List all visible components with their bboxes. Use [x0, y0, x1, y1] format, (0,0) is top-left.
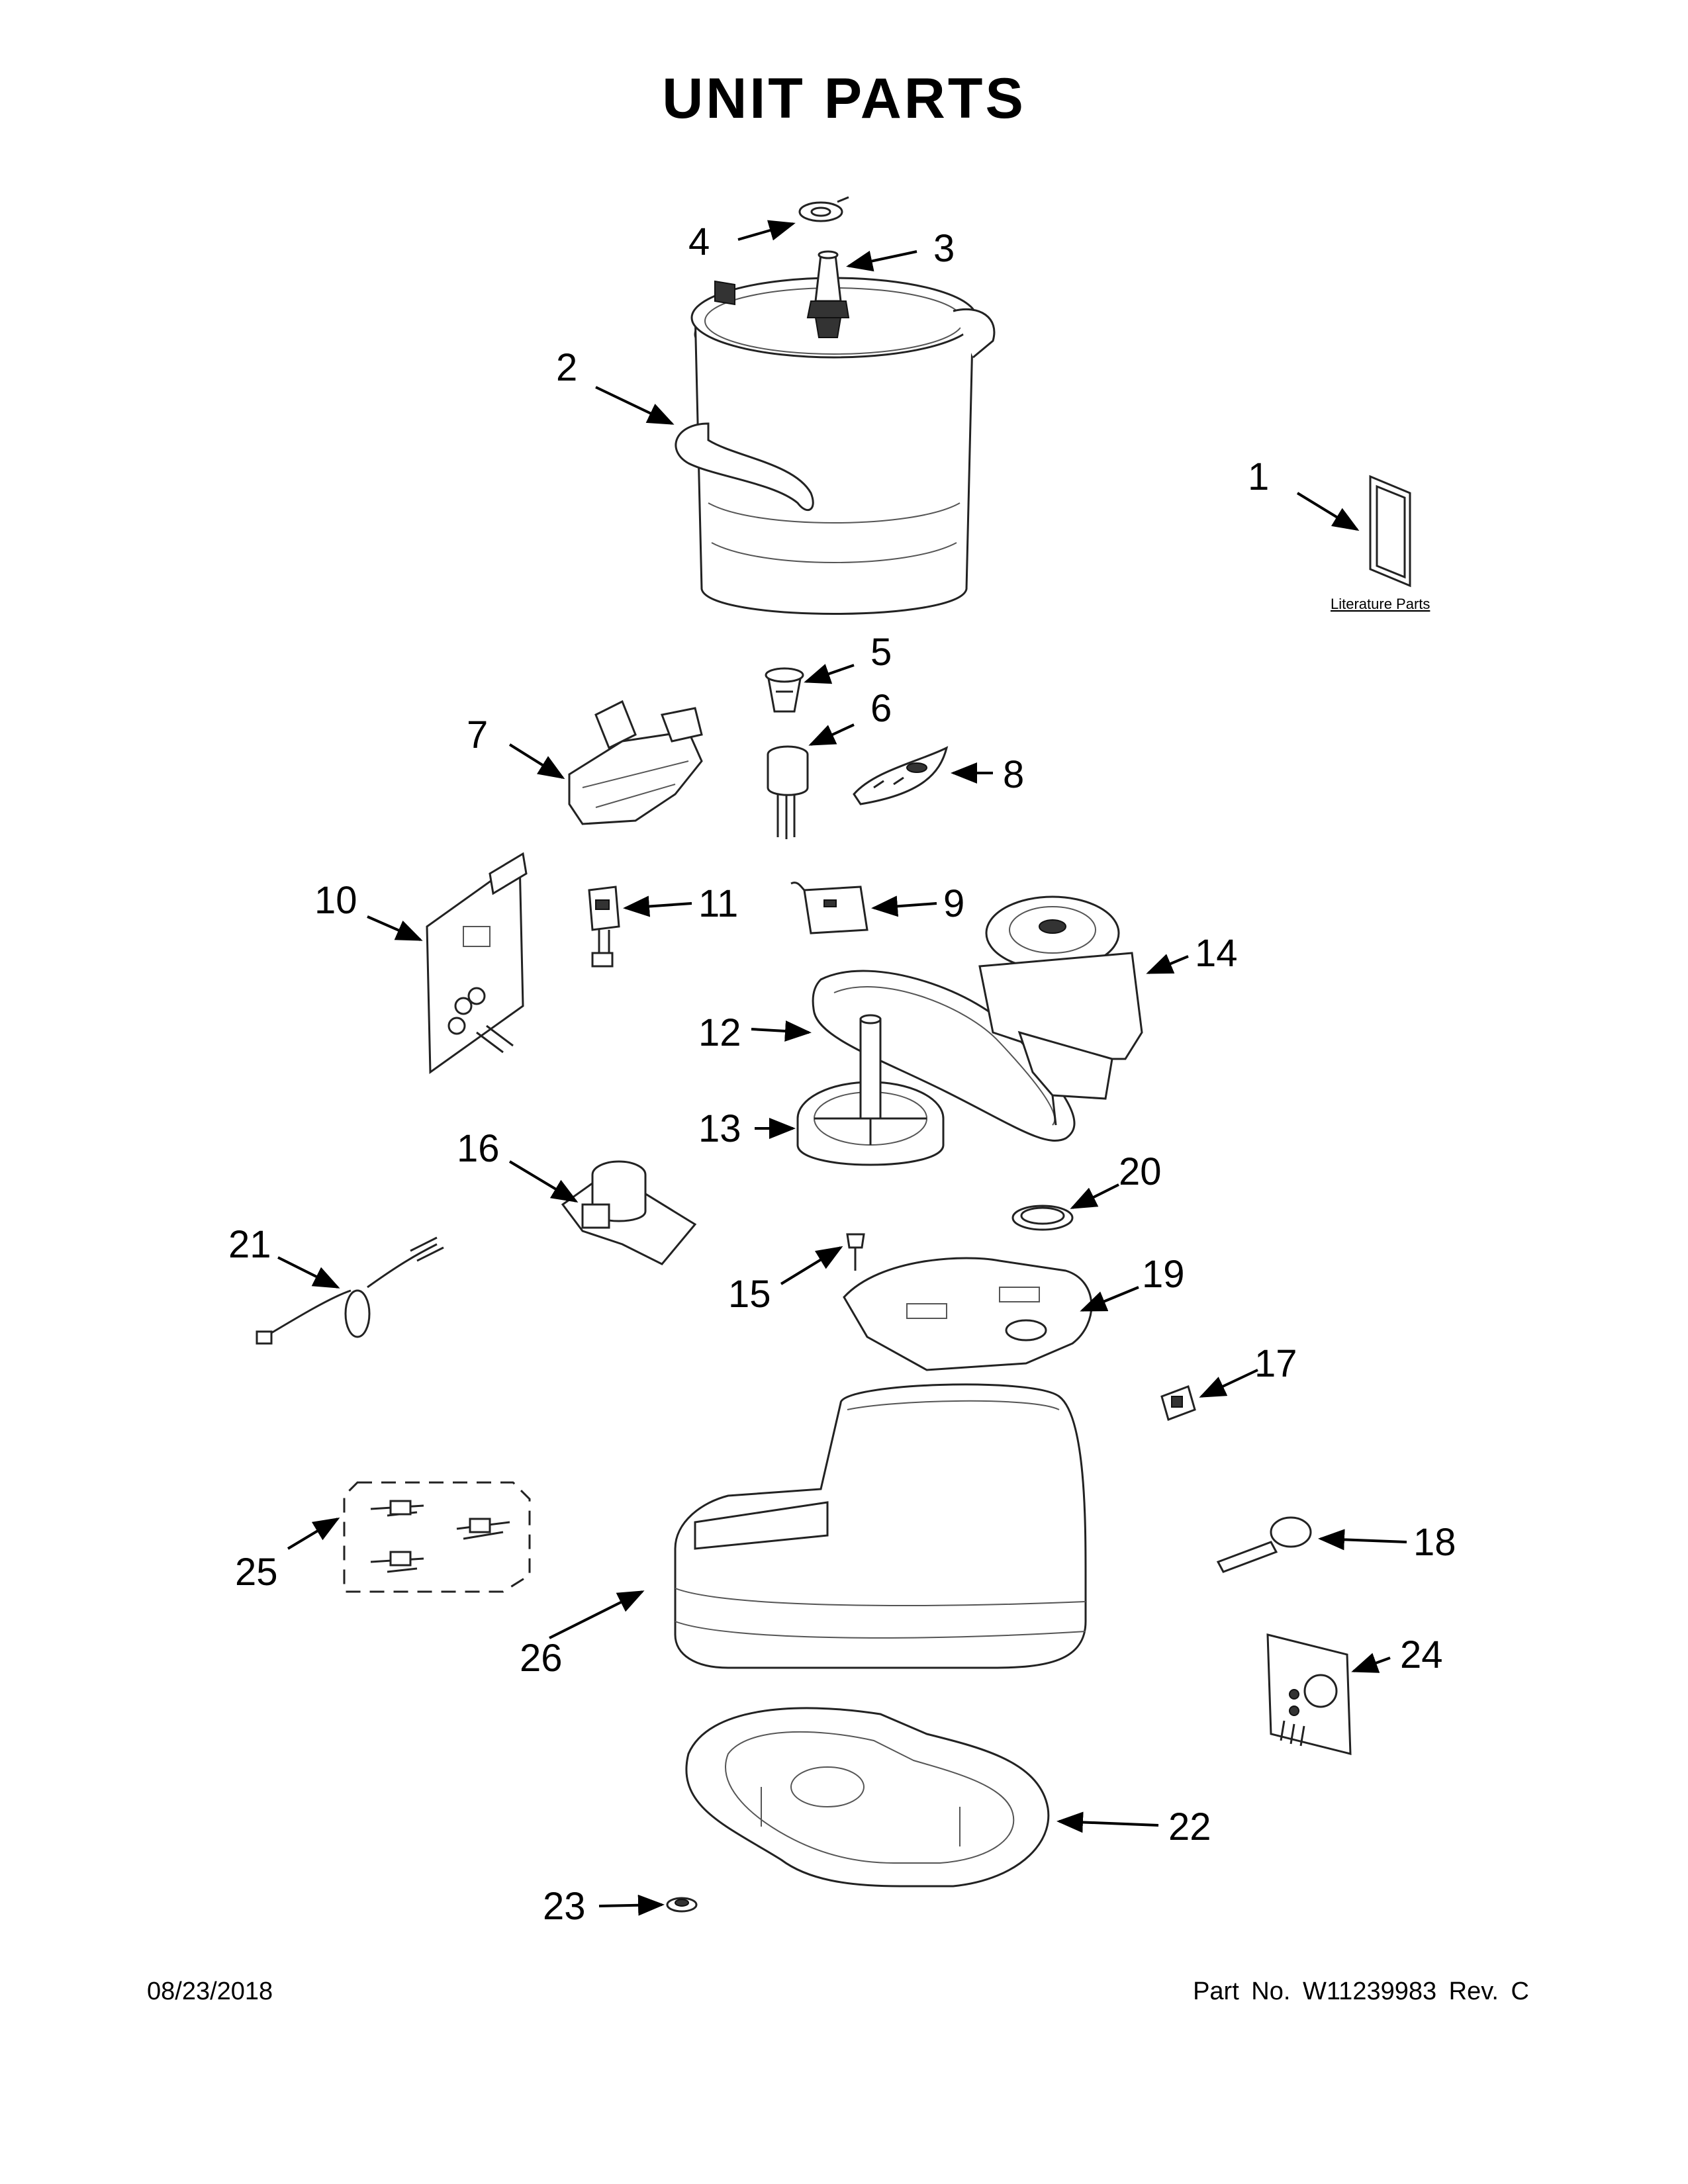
callout-22: 22 [1168, 1805, 1211, 1848]
callout-10: 10 [314, 879, 357, 922]
callout-13: 13 [698, 1107, 741, 1150]
part-probe [1216, 1516, 1312, 1573]
callout-4: 4 [688, 220, 710, 263]
callout-7: 7 [467, 713, 488, 756]
callout-23: 23 [543, 1885, 586, 1928]
part-housing [674, 1383, 1087, 1669]
part-base [685, 1707, 1050, 1888]
page-title: UNIT PARTS [662, 67, 1026, 130]
part-sensor-board [588, 886, 620, 968]
part-control-panel [843, 1257, 1093, 1371]
literature-parts-label: Literature Parts [1331, 596, 1430, 612]
callout-26: 26 [520, 1637, 563, 1680]
callout-21: 21 [228, 1223, 271, 1266]
part-pcb [1266, 1633, 1352, 1755]
part-temperature-sensor [767, 745, 809, 839]
callout-24: 24 [1400, 1633, 1443, 1676]
callout-16: 16 [457, 1127, 500, 1170]
callout-14: 14 [1195, 932, 1238, 975]
callout-18: 18 [1413, 1521, 1456, 1564]
part-power-cord [256, 1236, 444, 1345]
part-literature-booklet: Literature Parts [1331, 475, 1430, 612]
callout-17: 17 [1254, 1342, 1297, 1385]
part-ring-clip [798, 196, 849, 222]
part-drive-pulley [796, 1014, 945, 1166]
part-wiring-harness-kit [343, 1481, 531, 1593]
part-knob-insert [765, 667, 804, 713]
callout-12: 12 [698, 1011, 741, 1054]
callout-6: 6 [870, 687, 892, 730]
part-power-board [426, 852, 528, 1074]
part-bracket-assembly [568, 700, 703, 825]
callout-5: 5 [870, 631, 892, 674]
callout-8: 8 [1003, 753, 1024, 796]
part-drive-coupler [806, 250, 850, 338]
part-foot [666, 1897, 698, 1913]
callout-25: 25 [235, 1551, 278, 1594]
callout-1: 1 [1248, 455, 1269, 498]
part-trim-plate [853, 746, 949, 805]
callout-2: 2 [556, 346, 577, 389]
part-control-board [790, 882, 868, 934]
callout-19: 19 [1142, 1253, 1185, 1296]
part-switch [1160, 1385, 1196, 1421]
callout-labels: 1 2 3 4 5 6 7 8 9 10 11 12 13 14 15 16 1… [228, 220, 1456, 1928]
callout-15: 15 [728, 1273, 771, 1316]
part-motor [978, 895, 1143, 1126]
callout-3: 3 [933, 227, 955, 270]
footer-date: 08/23/2018 [147, 1978, 273, 2005]
callout-20: 20 [1119, 1150, 1162, 1193]
callout-9: 9 [943, 882, 964, 925]
callout-arrows [277, 220, 1407, 1916]
part-drive-belt [812, 970, 1076, 1142]
callout-11: 11 [698, 882, 738, 925]
part-screw [846, 1233, 865, 1271]
part-gasket-ring [1011, 1205, 1074, 1231]
footer-part-number: Part No. W11239983 Rev. C [1193, 1978, 1529, 2005]
part-heater-assembly [561, 1160, 697, 1265]
